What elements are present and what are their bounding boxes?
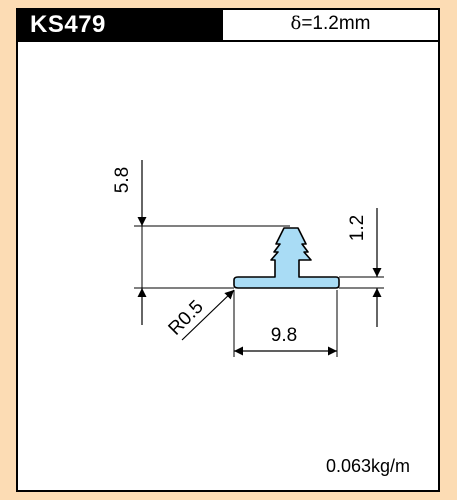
thickness-value: =1.2mm xyxy=(301,13,371,34)
product-code: KS479 xyxy=(18,10,223,40)
radius-label: R0.5 xyxy=(164,296,207,339)
width-label: 9.8 xyxy=(271,325,297,346)
drawing-sheet: KS479 δ=1.2mm 0.063kg/m xyxy=(16,8,440,492)
weight-per-meter: 0.063kg/m xyxy=(325,456,410,476)
thickness-symbol: δ xyxy=(290,13,302,34)
thickness-spec: δ=1.2mm xyxy=(223,10,438,40)
title-block: KS479 δ=1.2mm xyxy=(18,10,438,42)
height-label: 5.8 xyxy=(112,167,133,193)
profile-section xyxy=(233,227,340,289)
thickness-label: 1.2 xyxy=(347,215,368,241)
radius-leader xyxy=(181,289,235,341)
